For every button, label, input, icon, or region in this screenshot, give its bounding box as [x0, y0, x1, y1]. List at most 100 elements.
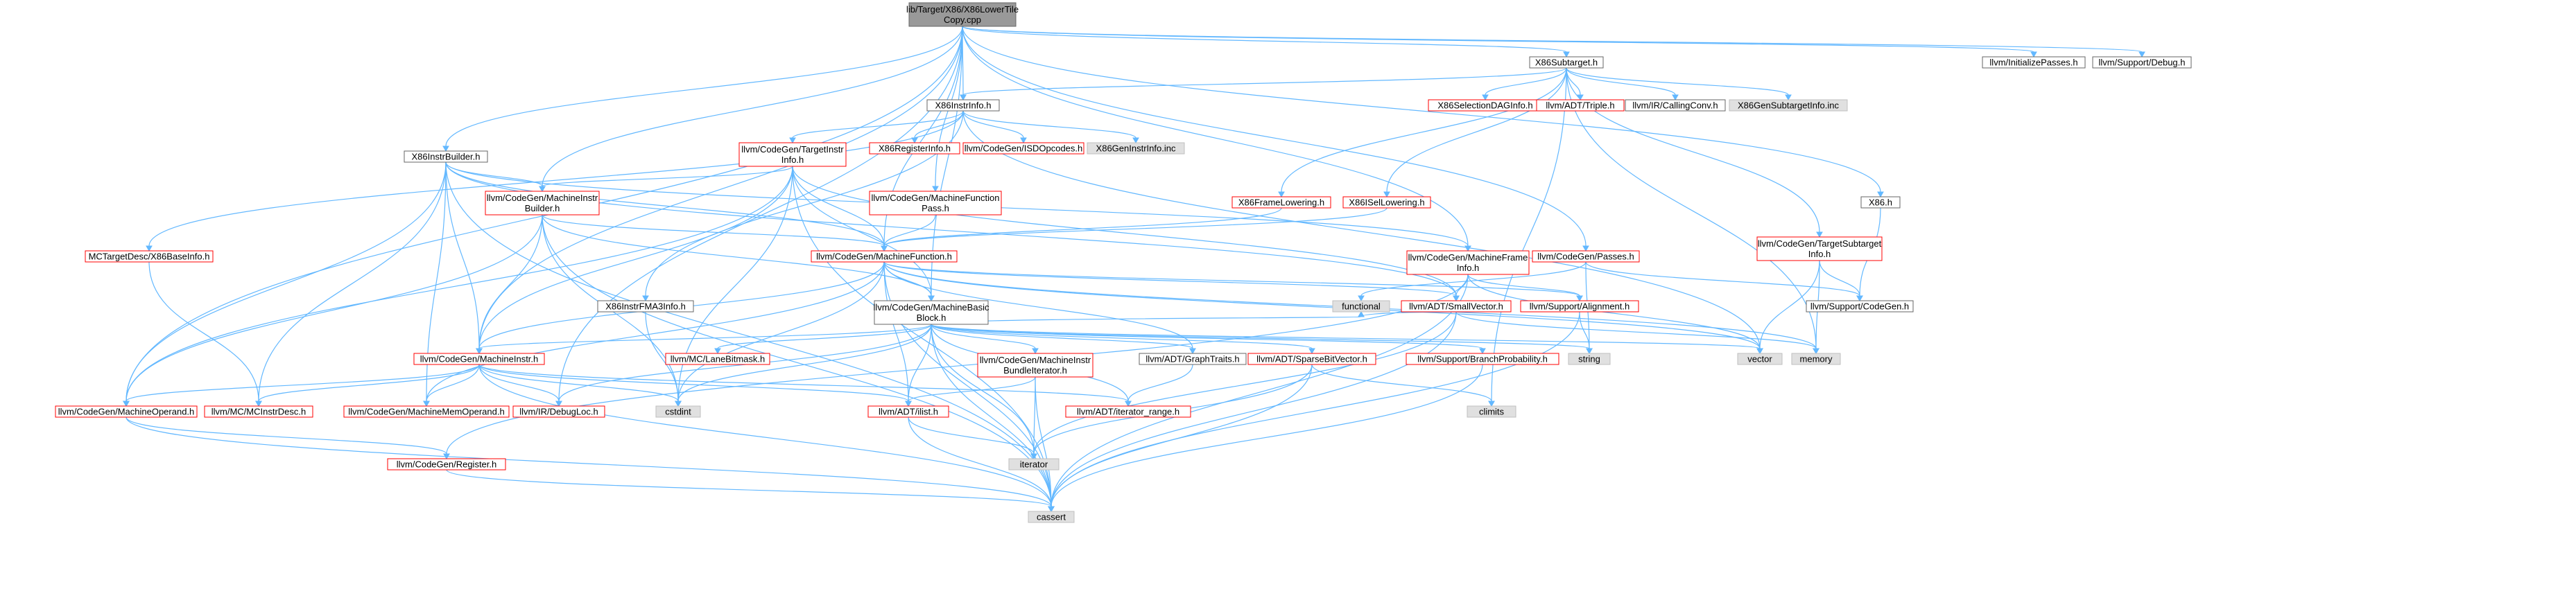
edge-root-to-codegenpasses [962, 26, 1589, 252]
node-box [1520, 300, 1639, 313]
node-label: llvm/IR/CallingConv.h [1632, 100, 1718, 111]
node-x86subtarget[interactable]: X86Subtarget.h [1529, 56, 1604, 69]
edge-machinebasicblock-to-string [931, 324, 1593, 355]
node-label: llvm/ADT/iterator_range.h [1077, 407, 1179, 417]
node-iterator-range[interactable]: llvm/ADT/iterator_range.h [1065, 405, 1191, 418]
edge-bundleiterator-to-cassert [1035, 376, 1055, 513]
node-label: llvm/CodeGen/MachineFrame [1408, 252, 1528, 263]
node-box [2092, 56, 2192, 69]
node-box [413, 353, 545, 365]
node-machineoperand[interactable]: llvm/CodeGen/MachineOperand.h [55, 405, 198, 418]
node-x86[interactable]: X86.h [1860, 196, 1901, 209]
edge-machineinstr-to-machinememoperand [423, 364, 480, 407]
edge-machineinstrbuilder-to-machineoperand [123, 214, 543, 407]
node-initializepasses[interactable]: llvm/InitializePasses.h [1982, 56, 2086, 69]
node-x86instrfma3info[interactable]: X86InstrFMA3Info.h [597, 300, 694, 313]
edge-machinebasicblock-to-bundleiterator [931, 324, 1039, 355]
node-label: llvm/CodeGen/MachineFunction.h [816, 252, 952, 262]
node-box [597, 300, 694, 313]
node-supportdebug[interactable]: llvm/Support/Debug.h [2092, 56, 2192, 69]
node-x86framelowering[interactable]: X86FrameLowering.h [1231, 196, 1331, 209]
node-adttriple[interactable]: llvm/ADT/Triple.h [1536, 99, 1625, 112]
node-x86registerinfo[interactable]: X86RegisterInfo.h [869, 142, 960, 155]
node-label: X86.h [1869, 197, 1892, 208]
edge-layer [123, 26, 2145, 513]
edge-x86instrinfo-to-targetinstrinfo [789, 110, 964, 144]
node-label: Copy.cpp [944, 15, 981, 25]
node-sparsebitvector[interactable]: llvm/ADT/SparseBitVector.h [1247, 353, 1376, 365]
node-mcinstrdesc[interactable]: llvm/MC/MCInstrDesc.h [204, 405, 313, 418]
node-box [1342, 196, 1431, 209]
node-label: llvm/ADT/ilist.h [879, 407, 938, 417]
node-box [55, 405, 198, 418]
node-label: X86ISelLowering.h [1349, 197, 1424, 208]
node-label: llvm/MC/LaneBitmask.h [671, 354, 766, 364]
node-ircallingconv[interactable]: llvm/IR/CallingConv.h [1625, 99, 1726, 112]
node-label: llvm/CodeGen/MachineOperand.h [58, 407, 195, 417]
node-label: llvm/CodeGen/MachineInstr [980, 355, 1091, 365]
node-box [1008, 458, 1060, 471]
node-supportcodegen[interactable]: llvm/Support/CodeGen.h [1806, 300, 1914, 313]
node-label: llvm/InitializePasses.h [1989, 58, 2077, 68]
node-codegenpasses[interactable]: llvm/CodeGen/Passes.h [1532, 250, 1640, 263]
edge-x86isellowering-to-machinefunction [881, 207, 1388, 252]
node-smallvector[interactable]: llvm/ADT/SmallVector.h [1401, 300, 1512, 313]
edge-root-to-supportdebug [962, 26, 2145, 58]
node-box [1860, 196, 1901, 209]
node-branchprobability[interactable]: llvm/Support/BranchProbability.h [1406, 353, 1559, 365]
node-machinefunction[interactable]: llvm/CodeGen/MachineFunction.h [811, 250, 958, 263]
node-label: llvm/Support/Alignment.h [1530, 301, 1630, 312]
node-debugloc[interactable]: llvm/IR/DebugLoc.h [512, 405, 605, 418]
node-string: string [1568, 353, 1611, 365]
node-label: llvm/Support/Debug.h [2098, 58, 2185, 68]
node-label: iterator [1020, 459, 1048, 470]
node-iterator: iterator [1008, 458, 1060, 471]
node-label: llvm/CodeGen/ISDOpcodes.h [965, 143, 1083, 154]
node-box [1087, 142, 1185, 155]
node-machinememoperand[interactable]: llvm/CodeGen/MachineMemOperand.h [343, 405, 510, 418]
node-x86gensubtargetinfo: X86GenSubtargetInfo.inc [1729, 99, 1848, 112]
node-box [1568, 353, 1611, 365]
node-ilist[interactable]: llvm/ADT/ilist.h [867, 405, 949, 418]
node-label: llvm/ADT/SparseBitVector.h [1256, 354, 1367, 364]
node-machineinstr[interactable]: llvm/CodeGen/MachineInstr.h [413, 353, 545, 365]
node-register[interactable]: llvm/CodeGen/Register.h [387, 458, 506, 471]
node-x86instrbuilder[interactable]: X86InstrBuilder.h [404, 150, 488, 163]
node-lanebitmask[interactable]: llvm/MC/LaneBitmask.h [665, 353, 770, 365]
node-label: string [1578, 354, 1600, 364]
node-x86instrinfo[interactable]: X86InstrInfo.h [926, 99, 1000, 112]
node-label: Pass.h [922, 203, 949, 213]
node-mctargetdescbase[interactable]: MCTargetDesc/X86BaseInfo.h [85, 250, 214, 263]
node-label: X86InstrFMA3Info.h [605, 301, 686, 312]
node-label: X86GenInstrInfo.inc [1096, 143, 1176, 154]
edge-bundleiterator-to-ilist [905, 376, 1036, 407]
node-graphtraits[interactable]: llvm/ADT/GraphTraits.h [1139, 353, 1247, 365]
node-box [867, 405, 949, 418]
node-label: Builder.h [525, 203, 560, 213]
node-supportalignment[interactable]: llvm/Support/Alignment.h [1520, 300, 1639, 313]
edge-machineframeinfo-to-supportalignment [1467, 274, 1583, 302]
edge-machineinstrbuilder-to-cassert [542, 214, 1055, 513]
edge-x86instrinfo-to-isdopcodes [962, 110, 1027, 144]
node-bundleiterator[interactable]: llvm/CodeGen/MachineInstrBundleIterator.… [977, 353, 1093, 378]
node-box [1982, 56, 2086, 69]
node-box [387, 458, 506, 471]
node-box [1332, 300, 1390, 313]
edge-machinebasicblock-to-machineinstr [476, 324, 932, 355]
node-box [1139, 353, 1247, 365]
edge-x86instrbuilder-to-machineoperand [123, 161, 447, 407]
node-box [738, 142, 847, 167]
node-isdopcodes[interactable]: llvm/CodeGen/ISDOpcodes.h [962, 142, 1084, 155]
node-box [85, 250, 214, 263]
node-box [665, 353, 770, 365]
node-x86selectiondaginfo[interactable]: X86SelectionDAGInfo.h [1428, 99, 1543, 112]
node-x86isellowering[interactable]: X86ISelLowering.h [1342, 196, 1431, 209]
node-label: llvm/IR/DebugLoc.h [519, 407, 598, 417]
